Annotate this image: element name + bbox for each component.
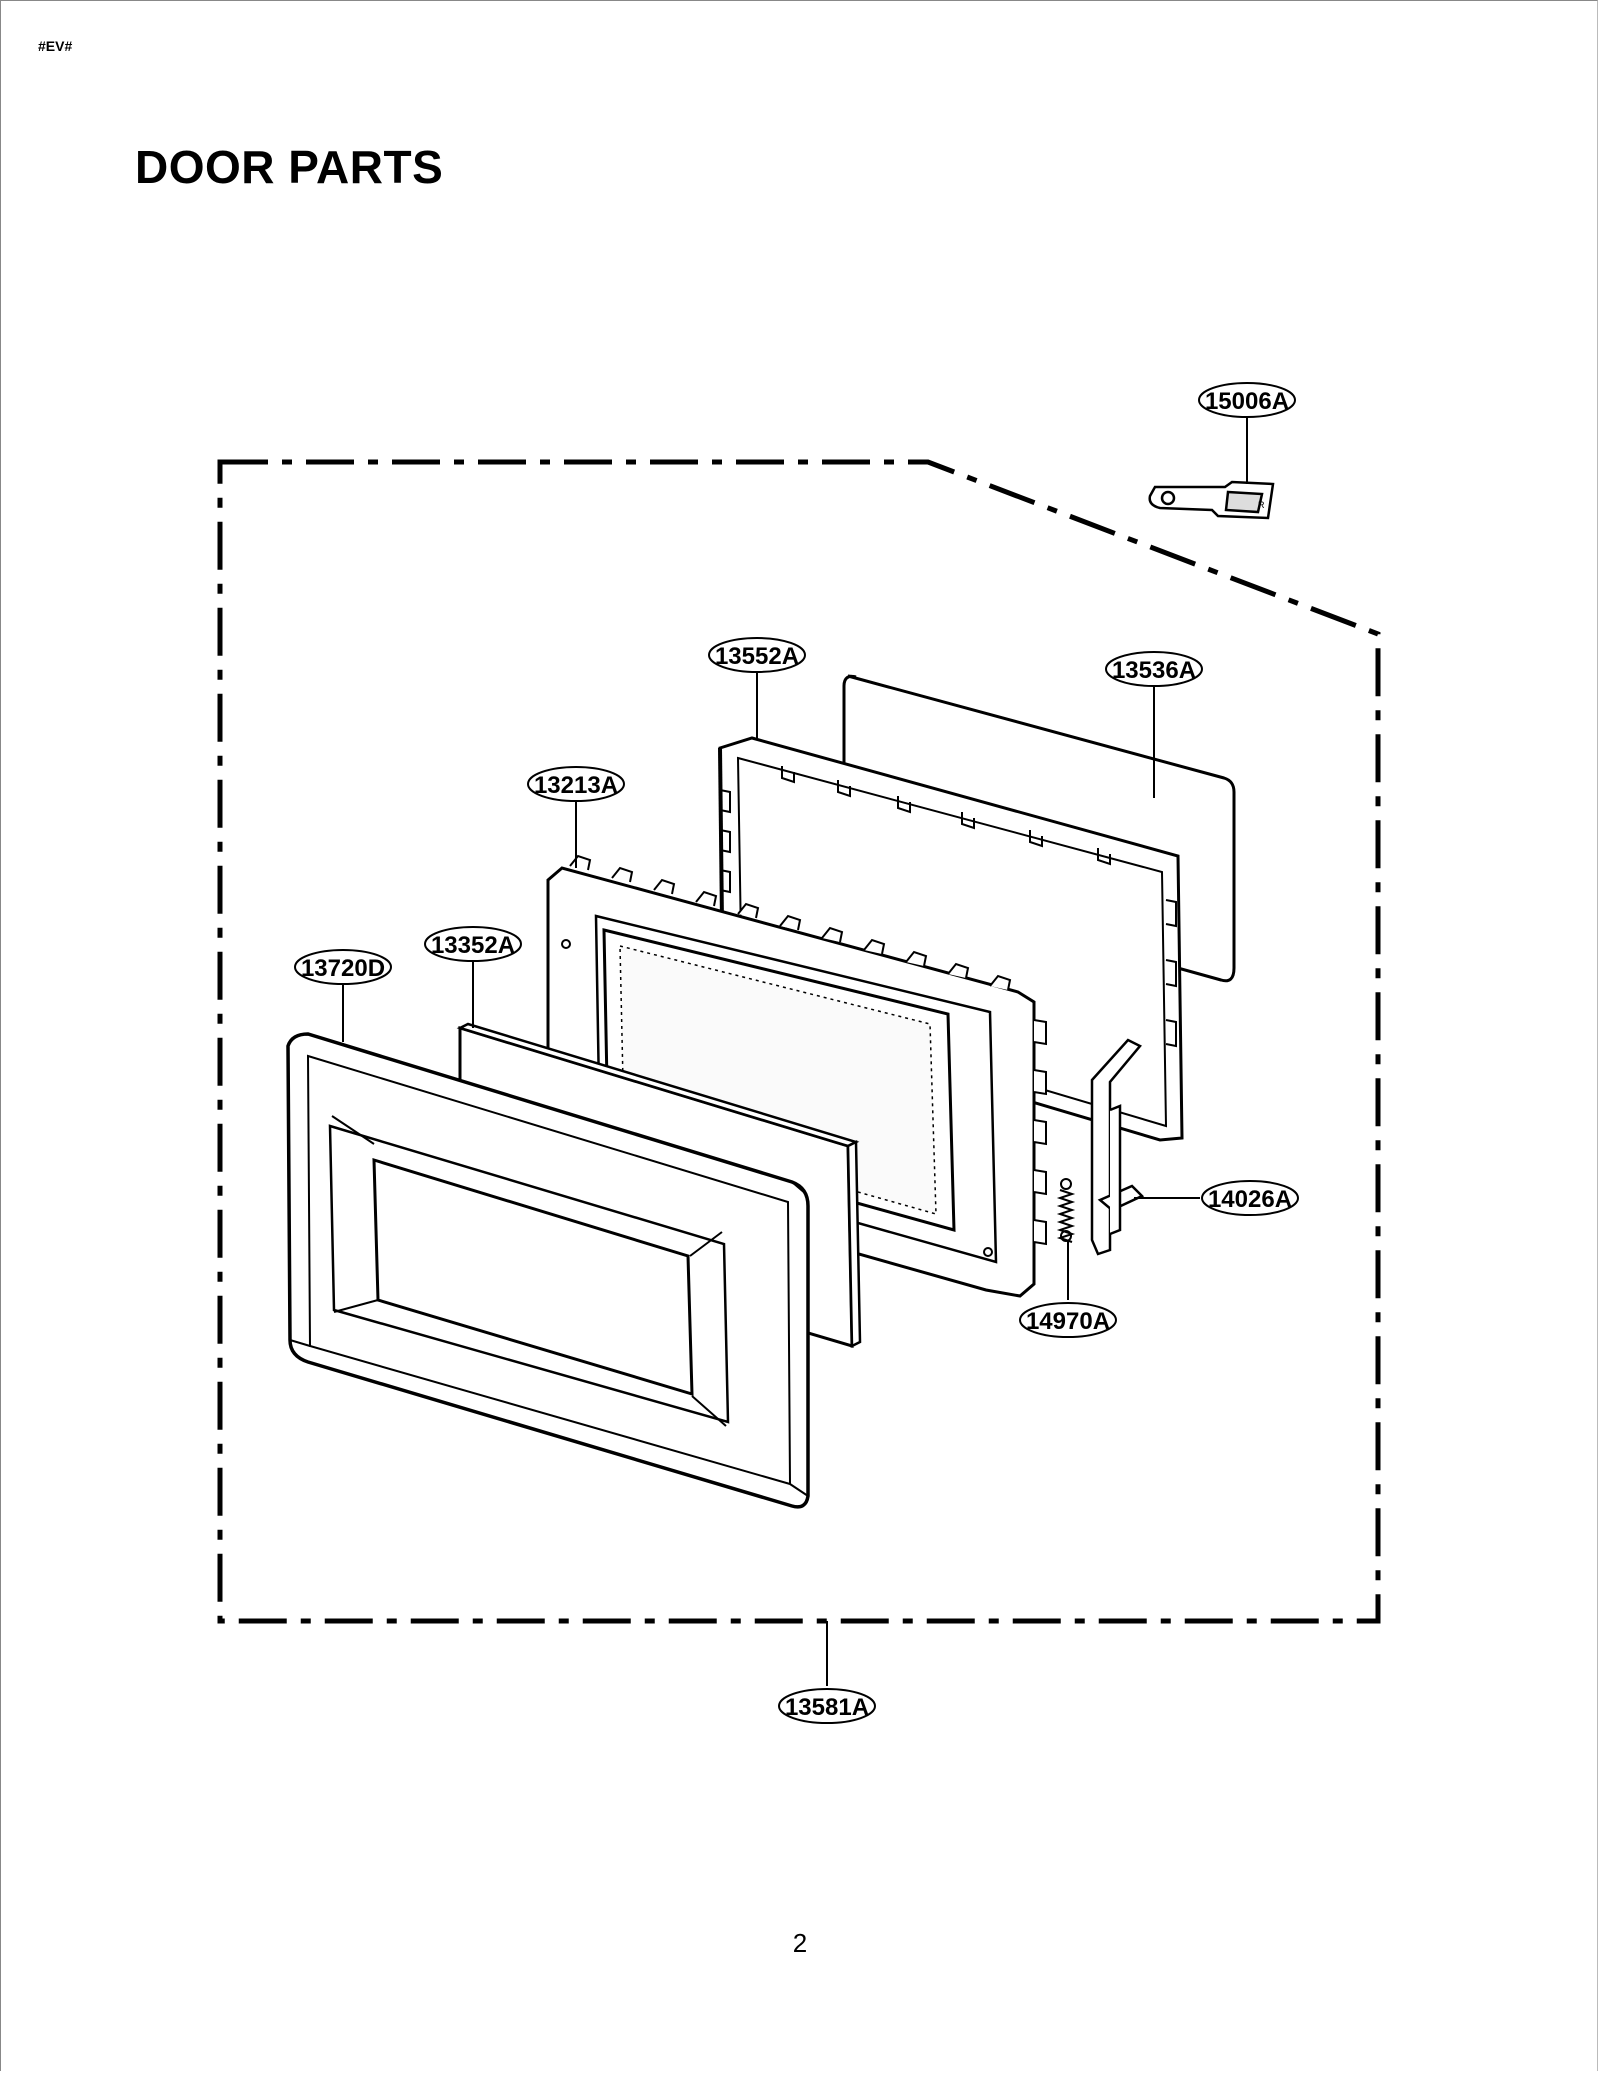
- callout-15006A: 15006A: [1198, 382, 1296, 418]
- part-label-13581A: 13581A: [785, 1694, 869, 1721]
- part-label-13536A: 13536A: [1112, 657, 1196, 684]
- part-15006A-bracket: R: [1148, 480, 1275, 520]
- doc-code: #EV#: [38, 38, 73, 54]
- callout-14026A: 14026A: [1201, 1180, 1299, 1216]
- part-label-13552A: 13552A: [715, 643, 799, 670]
- part-label-15006A: 15006A: [1205, 388, 1289, 415]
- callout-13720D: 13720D: [294, 949, 392, 985]
- callout-13213A: 13213A: [527, 766, 625, 802]
- callout-13581A: 13581A: [778, 1688, 876, 1724]
- callout-14970A: 14970A: [1019, 1302, 1117, 1338]
- page-number: 2: [792, 1928, 808, 1958]
- callout-13536A: 13536A: [1105, 651, 1203, 687]
- part-label-14970A: 14970A: [1026, 1308, 1110, 1335]
- part-label-14026A: 14026A: [1208, 1186, 1292, 1213]
- part-label-13213A: 13213A: [534, 772, 618, 799]
- part-14970A-spring: [1056, 1178, 1076, 1243]
- callout-13552A: 13552A: [708, 637, 806, 673]
- assembly-boundary: [217, 459, 1381, 1624]
- page-title: DOOR PARTS: [135, 141, 444, 193]
- leader-lines: [342, 414, 1248, 1686]
- svg-text:R: R: [1258, 500, 1265, 510]
- part-14026A-latch: [1090, 1038, 1145, 1256]
- part-13720D-front-frame: [286, 1032, 810, 1509]
- part-label-13720D: 13720D: [301, 955, 385, 982]
- callout-13352A: 13352A: [424, 926, 522, 962]
- part-label-13352A: 13352A: [431, 932, 515, 959]
